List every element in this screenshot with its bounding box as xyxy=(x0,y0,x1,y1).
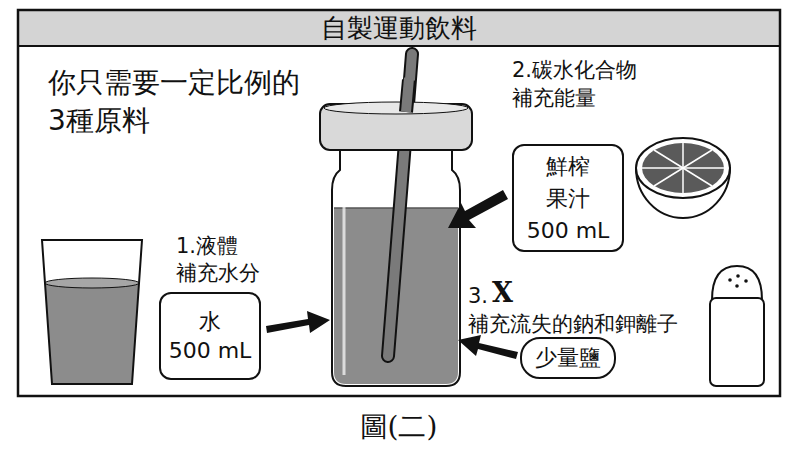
figure-caption: 圖(二) xyxy=(0,410,797,444)
ingredient-label: 1.液體 xyxy=(176,234,238,259)
intro-text: 3種原料 xyxy=(48,104,150,138)
ingredient-label: 2.碳水化合物 xyxy=(512,58,637,83)
intro-text: 你只需要一定比例的 xyxy=(48,66,300,100)
box-text: 500 mL xyxy=(527,217,610,245)
ingredient-number: 3. xyxy=(468,284,488,309)
ingredient-label: 補充水分 xyxy=(176,261,260,286)
diagram-title: 自製運動飲料 xyxy=(18,12,780,44)
ingredient-box: 水500 mL xyxy=(159,292,262,380)
box-text: 鮮榨果汁 xyxy=(545,151,591,215)
ingredient-box: 少量鹽 xyxy=(520,337,616,379)
unknown-mark: X xyxy=(492,277,513,309)
box-text: 少量鹽 xyxy=(535,344,601,372)
ingredient-label: 補充能量 xyxy=(512,86,596,111)
ingredient-box: 鮮榨果汁500 mL xyxy=(512,144,624,251)
box-text: 500 mL xyxy=(169,337,252,365)
box-text: 水 xyxy=(199,308,221,336)
ingredient-label: 補充流失的鈉和鉀離子 xyxy=(468,312,678,337)
